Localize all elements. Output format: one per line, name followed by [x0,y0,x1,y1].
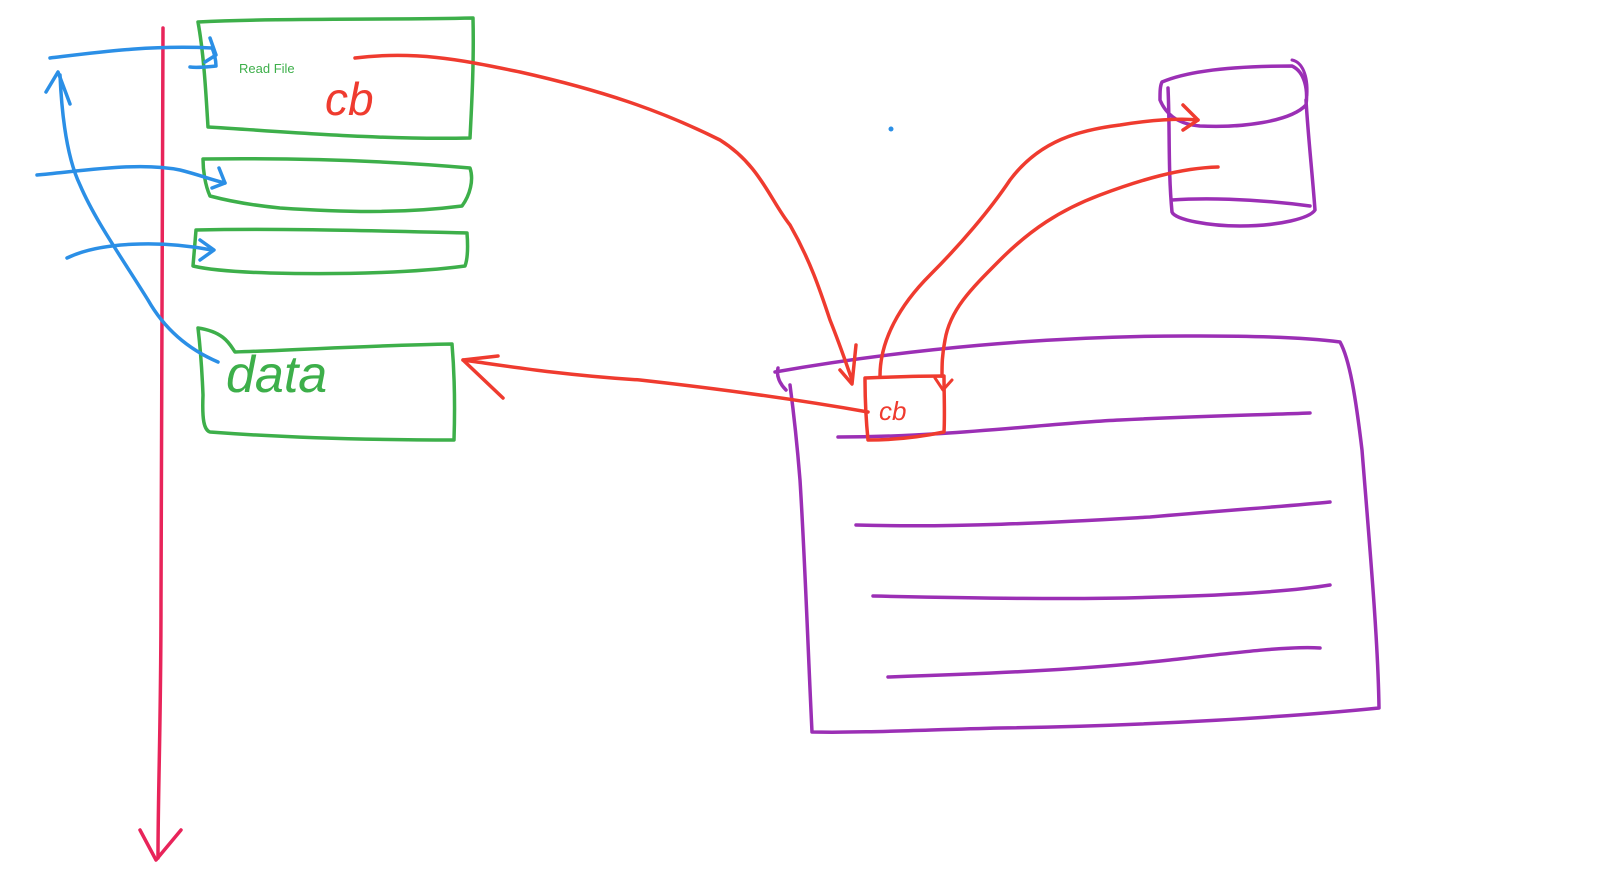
callback-to-data-arrow-head [461,354,505,400]
cb-to-callback-arrow-head [838,343,858,386]
database-cylinder [1158,64,1317,228]
os-box-left-lip [775,366,788,392]
callback-to-data-arrow [461,358,870,414]
os-row-line-1 [836,411,1312,439]
os-row-line-2 [854,500,1332,528]
cb-handwriting-box: cb [879,396,906,426]
input-arrow-3-head [198,238,216,262]
database-top-rim [1290,58,1309,97]
os-row-line-4 [886,645,1322,679]
frame-3 [191,227,470,276]
stray-dot [888,126,894,132]
timeline-line [156,26,165,860]
data-handwriting: data [226,346,327,404]
os-row-line-3 [871,583,1332,601]
cb-handwriting-top: cb [325,73,374,125]
event-flow-arrows [35,36,227,364]
input-arrow-2 [35,164,227,185]
db-to-callback-line [940,165,1220,378]
callback-box-tick [933,376,954,392]
read-file-label: Read File [239,61,295,76]
input-arrow-3 [65,242,214,260]
return-arrow-head [44,70,72,106]
callback-to-db-arrow-head [1181,103,1200,132]
stack-frames: Read File [191,16,476,442]
cb-to-callback-arrow [353,53,854,382]
read-file-frame [196,16,476,141]
input-arrow-1 [48,45,218,70]
timeline [138,26,183,862]
os-box [773,334,1381,734]
callback-to-db-arrow [878,117,1200,378]
frame-2 [201,157,474,214]
handwriting: cb data [226,73,374,404]
data-frame [196,326,457,442]
callback-flow: cb [353,53,1220,442]
timeline-arrowhead [138,828,183,862]
return-arrow [58,73,220,364]
callback-box [863,374,947,442]
input-arrow-1-head [203,36,218,64]
input-arrow-2-head [210,166,227,190]
